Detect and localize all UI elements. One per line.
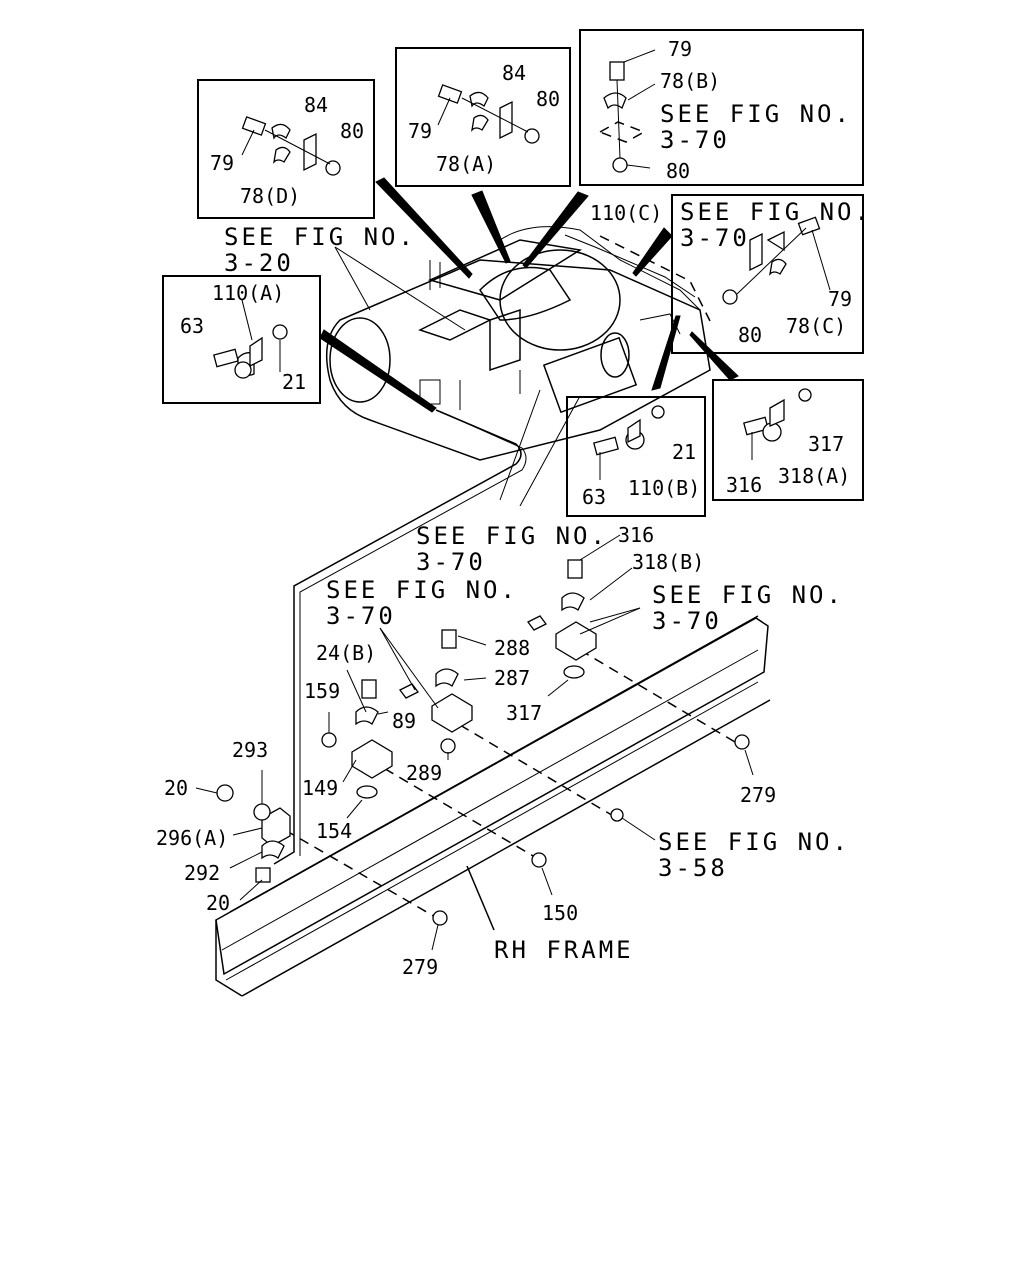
pipe-run bbox=[273, 409, 522, 865]
fig-ref-3-20: 3-20 bbox=[224, 249, 294, 277]
see-fig-label-3-20: SEE FIG NO. bbox=[224, 223, 416, 251]
callout-317: 317 bbox=[506, 701, 542, 725]
callout-78d: 78(D) bbox=[240, 184, 300, 208]
callout-292: 292 bbox=[184, 861, 220, 885]
callout-110c: 110(C) bbox=[590, 201, 662, 225]
see-fig-label-tr: SEE FIG NO. bbox=[660, 100, 852, 128]
callout-318a: 318(A) bbox=[778, 464, 850, 488]
callout-79: 79 bbox=[408, 119, 432, 143]
fig-ref-3-70-lower-left: 3-70 bbox=[326, 602, 396, 630]
callout-317: 317 bbox=[808, 432, 844, 456]
callout-84: 84 bbox=[502, 61, 526, 85]
callout-279: 279 bbox=[740, 783, 776, 807]
inset-box-l bbox=[162, 275, 321, 404]
callout-316: 316 bbox=[726, 473, 762, 497]
callout-79: 79 bbox=[668, 37, 692, 61]
callout-78b: 78(B) bbox=[660, 69, 720, 93]
callout-89: 89 bbox=[392, 709, 416, 733]
callout-279: 279 bbox=[402, 955, 438, 979]
see-fig-label-lower-right: SEE FIG NO. bbox=[652, 581, 844, 609]
callout-80: 80 bbox=[536, 87, 560, 111]
callout-63: 63 bbox=[180, 314, 204, 338]
callout-79: 79 bbox=[828, 287, 852, 311]
inset-box-r bbox=[671, 194, 864, 354]
see-fig-label-lower-left: SEE FIG NO. bbox=[326, 576, 518, 604]
callout-84: 84 bbox=[304, 93, 328, 117]
callout-110b: 110(B) bbox=[628, 476, 700, 500]
callout-21: 21 bbox=[672, 440, 696, 464]
fig-ref-3-70-tr: 3-70 bbox=[660, 126, 730, 154]
callout-318b: 318(B) bbox=[632, 550, 704, 574]
callout-80: 80 bbox=[340, 119, 364, 143]
callout-154: 154 bbox=[316, 819, 352, 843]
engine-assembly bbox=[325, 226, 711, 461]
callout-316: 316 bbox=[618, 523, 654, 547]
leader-wedges bbox=[319, 177, 739, 413]
rh-frame-label: RH FRAME bbox=[494, 936, 634, 964]
inset-box-tl bbox=[197, 79, 375, 219]
callout-149: 149 bbox=[302, 776, 338, 800]
dashed-fastener-lines bbox=[284, 649, 741, 919]
callout-20: 20 bbox=[206, 891, 230, 915]
callout-79: 79 bbox=[210, 151, 234, 175]
callout-21: 21 bbox=[282, 370, 306, 394]
callout-leaders bbox=[195, 49, 831, 951]
callout-63: 63 bbox=[582, 485, 606, 509]
callout-150: 150 bbox=[542, 901, 578, 925]
callout-78a: 78(A) bbox=[436, 152, 496, 176]
inset-box-tc bbox=[395, 47, 571, 187]
callout-80: 80 bbox=[738, 323, 762, 347]
callout-159: 159 bbox=[304, 679, 340, 703]
inset-box-tr bbox=[579, 29, 864, 186]
see-fig-label-r: SEE FIG NO. bbox=[680, 198, 872, 226]
fig-ref-3-58: 3-58 bbox=[658, 854, 728, 882]
callout-20: 20 bbox=[164, 776, 188, 800]
rh-frame-rail bbox=[215, 615, 771, 997]
callout-288: 288 bbox=[494, 636, 530, 660]
callout-80: 80 bbox=[666, 159, 690, 183]
callout-289: 289 bbox=[406, 761, 442, 785]
callout-287: 287 bbox=[494, 666, 530, 690]
fig-ref-3-70-lower-right: 3-70 bbox=[652, 607, 722, 635]
fig-ref-3-70-r: 3-70 bbox=[680, 224, 750, 252]
callout-78c: 78(C) bbox=[786, 314, 846, 338]
see-fig-label-3-58: SEE FIG NO. bbox=[658, 828, 850, 856]
inset-box-m bbox=[566, 396, 706, 517]
callout-296a: 296(A) bbox=[156, 826, 228, 850]
fig-ref-3-70-mid: 3-70 bbox=[416, 548, 486, 576]
inset-box-rr bbox=[712, 379, 864, 501]
callout-24b: 24(B) bbox=[316, 641, 376, 665]
frame-clamps bbox=[216, 559, 750, 926]
see-fig-label-mid: SEE FIG NO. bbox=[416, 522, 608, 550]
callout-110a: 110(A) bbox=[212, 281, 284, 305]
callout-293: 293 bbox=[232, 738, 268, 762]
